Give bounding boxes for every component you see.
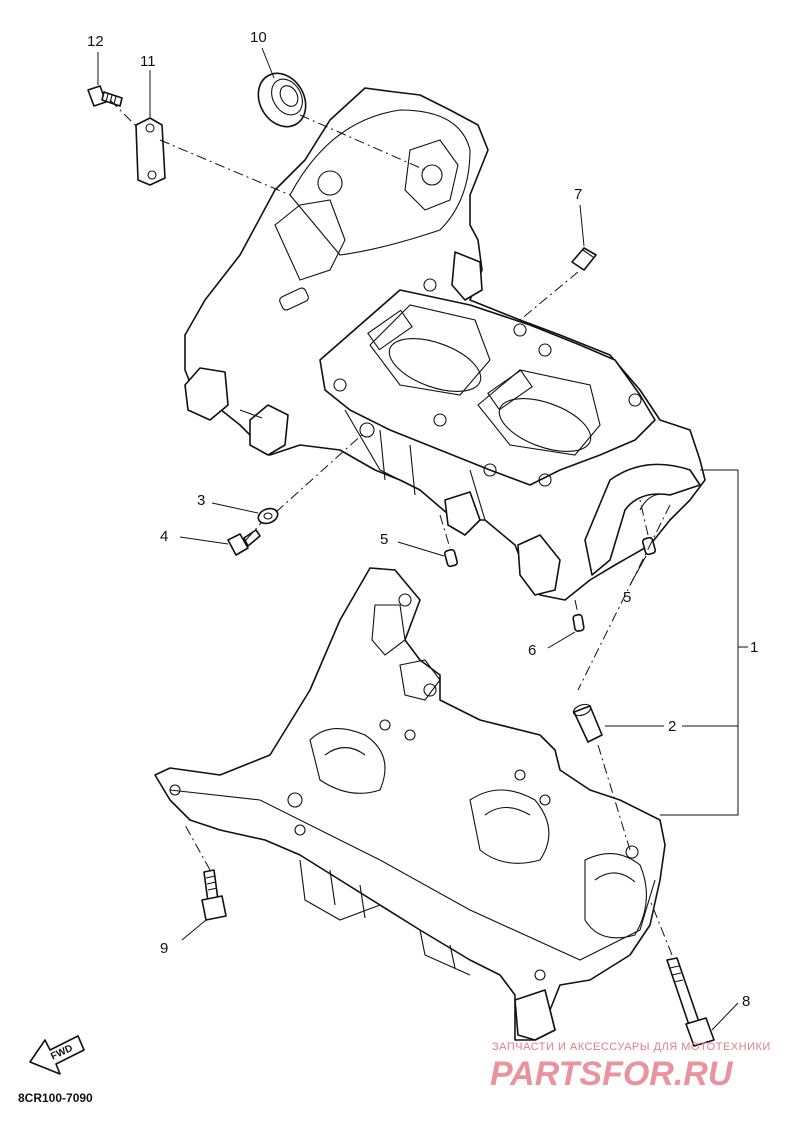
pin-part-6 — [572, 613, 585, 632]
callout-3: 3 — [197, 492, 205, 509]
washer-part-3 — [257, 507, 279, 525]
callout-7: 7 — [574, 186, 582, 203]
callout-labels: 12 11 10 7 3 4 5 5 6 1 2 9 8 — [87, 29, 758, 1010]
watermark-tagline: ЗАПЧАСТИ И АКСЕССУАРЫ ДЛЯ МОТОТЕХНИКИ — [492, 1041, 771, 1053]
callout-6: 6 — [528, 642, 536, 659]
callout-1: 1 — [750, 639, 758, 656]
fwd-arrow-icon: FWD — [29, 1035, 85, 1075]
callout-11: 11 — [140, 53, 156, 70]
callout-5b: 5 — [623, 589, 631, 606]
alignment-lines — [109, 99, 673, 956]
callout-9: 9 — [160, 940, 168, 957]
callout-5a: 5 — [380, 531, 388, 548]
lower-crankcase — [154, 567, 666, 1041]
pin-part-5a — [443, 548, 459, 568]
callout-8: 8 — [742, 993, 750, 1010]
dowel-part-2 — [572, 703, 603, 743]
watermark-brand: PARTSFOR.RU — [490, 1055, 734, 1093]
bolt-part-4 — [227, 529, 261, 556]
leader-lines — [97, 47, 748, 1031]
watermark: ЗАПЧАСТИ И АКСЕССУАРЫ ДЛЯ МОТОТЕХНИКИ PA… — [490, 1041, 771, 1093]
bolt-part-8 — [666, 957, 715, 1047]
diagram-code: 8CR100-7090 — [18, 1091, 93, 1105]
upper-crankcase — [184, 87, 706, 601]
dowel-part-7 — [571, 247, 597, 271]
callout-2: 2 — [668, 718, 676, 735]
bracket-part-11 — [135, 117, 166, 186]
bolt-part-12 — [87, 85, 123, 107]
callout-10: 10 — [250, 29, 267, 46]
bearing-part-10 — [257, 72, 307, 128]
callout-12: 12 — [87, 33, 104, 50]
bolt-part-9 — [201, 869, 227, 921]
callout-4: 4 — [160, 528, 168, 545]
